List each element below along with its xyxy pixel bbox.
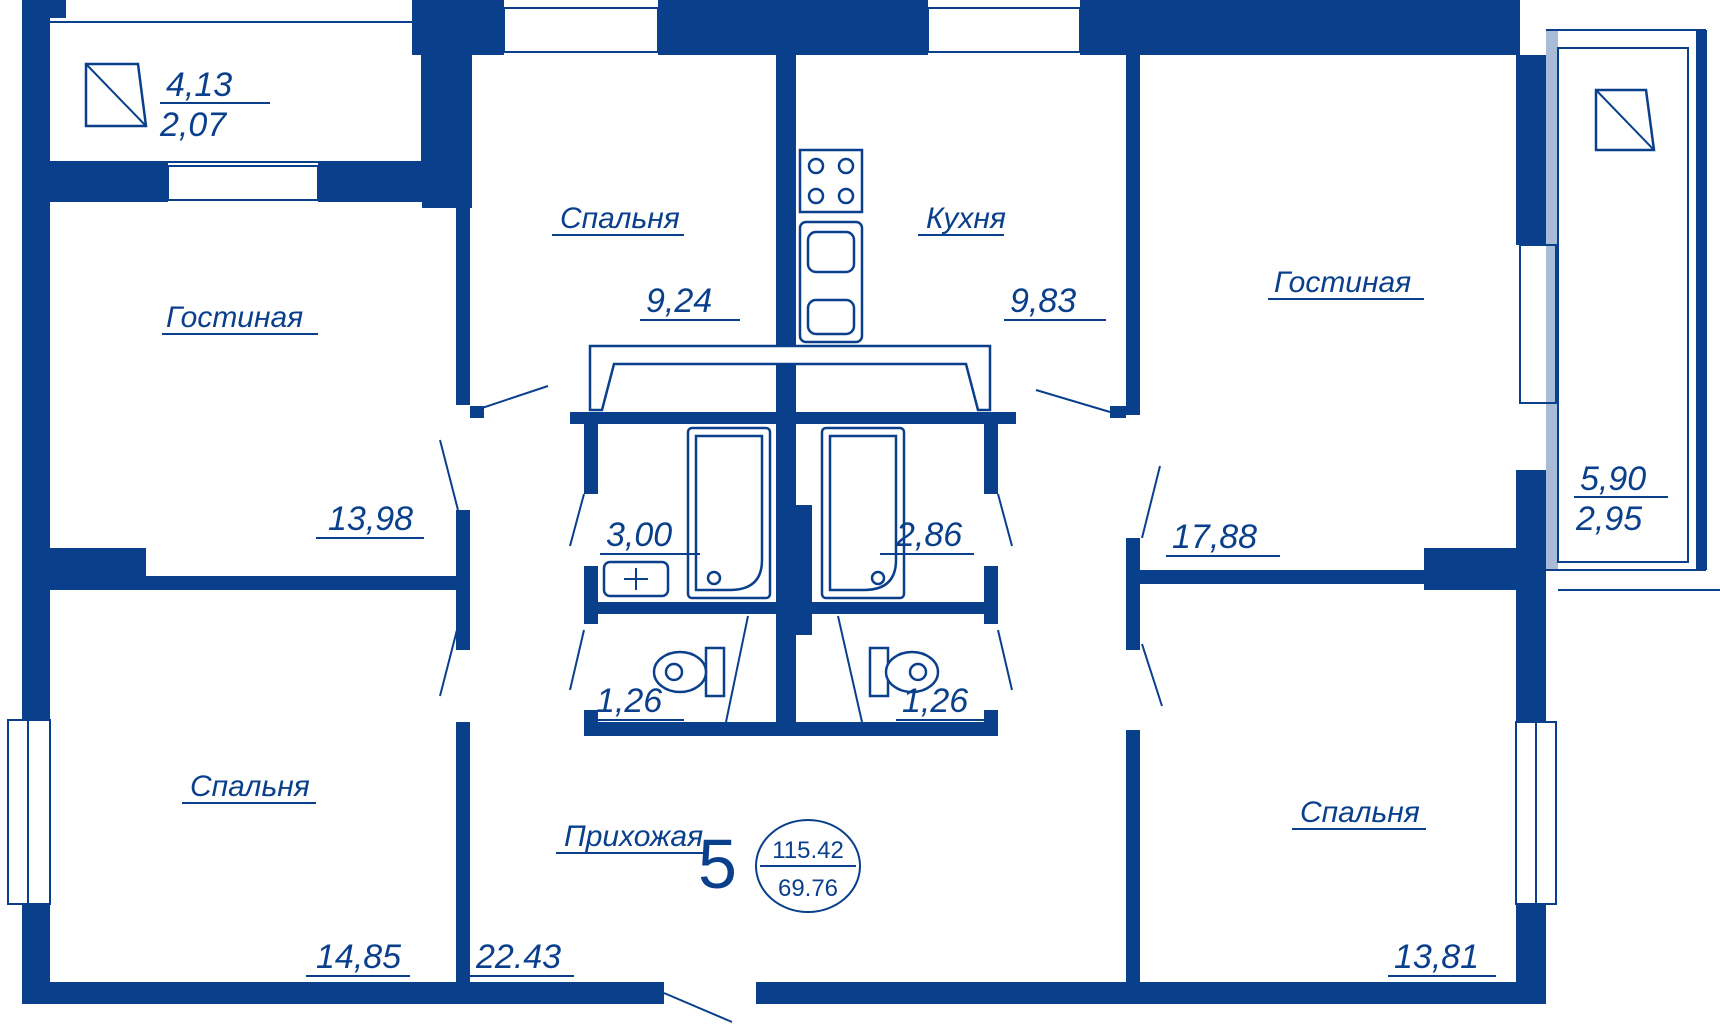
window	[503, 7, 659, 53]
room-area-bedroom-left: 14,85	[316, 938, 401, 976]
room-labels: Гостиная 13,98 Спальня 9,24 Кухня 9,83 Г…	[162, 202, 1496, 977]
window	[1519, 244, 1557, 404]
room-area-kitchen: 9,83	[1010, 282, 1076, 320]
room-area-wc-left: 1,26	[596, 682, 662, 720]
room-area-bedroom-top: 9,24	[646, 282, 712, 320]
balcony-area-left: 4,13	[166, 66, 232, 104]
balcony-reduced-area-right: 2,95	[1575, 500, 1642, 538]
total-area: 115.42	[772, 837, 844, 864]
room-name-living-right: Гостиная	[1274, 266, 1411, 299]
outer-walls	[7, 0, 1720, 1023]
room-area-hall: 22.43	[475, 938, 561, 976]
interior-walls	[22, 55, 1546, 984]
room-name-hall: Прихожая	[564, 820, 703, 853]
window	[167, 165, 319, 201]
room-name-kitchen: Кухня	[926, 202, 1006, 235]
stove-icon	[798, 148, 864, 214]
room-area-living-right: 17,88	[1172, 518, 1257, 556]
window	[927, 7, 1081, 53]
fixtures	[84, 62, 1656, 698]
room-name-bedroom-top: Спальня	[560, 202, 680, 235]
room-name-bedroom-right: Спальня	[1300, 796, 1420, 829]
room-name-bedroom-left: Спальня	[190, 770, 310, 803]
room-area-bath-right: 2,86	[895, 516, 962, 554]
toilet-icon	[704, 646, 726, 698]
living-area: 69.76	[778, 875, 838, 902]
apartment-number: 5	[698, 825, 737, 903]
room-area-bath-left: 3,00	[606, 516, 672, 554]
balcony-labels: 4,13 2,07 5,90 2,95	[159, 66, 1668, 538]
doors	[439, 385, 1163, 723]
total-area-badge	[755, 819, 861, 913]
apartment-info: 5 115.42 69.76	[698, 819, 861, 913]
balcony-area-right: 5,90	[1580, 460, 1646, 498]
room-area-bedroom-right: 13,81	[1394, 938, 1479, 976]
room-area-living-left: 13,98	[328, 500, 413, 538]
balcony-reduced-area-left: 2,07	[159, 106, 227, 144]
room-area-wc-right: 1,26	[902, 682, 968, 720]
counter	[588, 344, 992, 412]
room-name-living-left: Гостиная	[166, 301, 303, 334]
